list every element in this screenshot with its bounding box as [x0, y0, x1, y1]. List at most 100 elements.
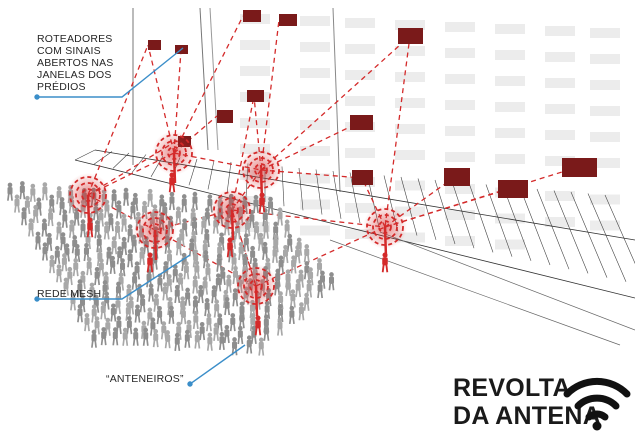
street-grid-line — [400, 176, 418, 236]
building-window — [345, 44, 375, 54]
person — [166, 249, 173, 268]
building-window — [300, 146, 330, 156]
person — [63, 277, 69, 296]
building-window — [300, 173, 330, 184]
router-window — [444, 168, 470, 186]
person — [206, 313, 212, 332]
callout-routers-line: PRÉDIOS — [37, 81, 86, 93]
building-window — [590, 54, 620, 64]
street-edge — [329, 239, 621, 346]
person — [54, 245, 61, 264]
person — [184, 329, 191, 348]
person — [56, 221, 62, 240]
person — [192, 191, 198, 210]
person — [215, 273, 222, 292]
building-window — [495, 213, 525, 224]
person — [111, 236, 118, 255]
person — [243, 233, 250, 252]
person — [174, 332, 181, 351]
antenna-node — [133, 208, 177, 261]
person — [184, 287, 191, 306]
building-window — [590, 80, 620, 90]
person — [183, 261, 190, 280]
building-window — [495, 76, 525, 86]
building-window — [395, 150, 425, 160]
building-window — [300, 120, 330, 130]
person — [288, 305, 295, 325]
person — [298, 302, 305, 321]
person — [213, 322, 220, 341]
person — [272, 244, 278, 263]
router-window — [247, 90, 264, 102]
person — [306, 279, 313, 298]
building-window — [445, 210, 475, 220]
person — [121, 213, 128, 232]
router-window — [398, 28, 423, 44]
antenna-node — [363, 205, 407, 258]
person — [262, 241, 268, 260]
building-window — [395, 206, 425, 217]
person — [60, 232, 66, 251]
anteneiro-person — [146, 252, 154, 273]
street-grid-line — [519, 187, 551, 266]
person — [192, 275, 199, 294]
anteneiro-person — [226, 237, 234, 258]
brand-title-line-1: REVOLTA — [453, 374, 571, 402]
building-window — [445, 48, 475, 58]
building-window — [445, 152, 475, 162]
person — [21, 207, 27, 226]
person — [202, 276, 209, 295]
building-window — [545, 191, 575, 201]
antenna-node — [66, 173, 110, 226]
person — [174, 284, 181, 304]
person — [132, 327, 139, 346]
person — [277, 317, 283, 336]
building-window — [445, 74, 475, 84]
antenna-node — [239, 148, 283, 201]
person — [180, 306, 187, 325]
building-window — [495, 239, 525, 250]
person — [14, 194, 20, 213]
street-grid-line — [587, 193, 627, 282]
street-grid-line — [207, 160, 215, 190]
person — [223, 324, 230, 344]
building-window — [300, 225, 330, 236]
building-window — [495, 102, 525, 112]
callout-line-anteneiros — [189, 344, 246, 385]
building-window — [240, 118, 270, 128]
building-window — [240, 40, 270, 50]
street-grid-line — [349, 172, 361, 224]
person — [127, 249, 134, 268]
person — [84, 313, 90, 332]
person — [246, 335, 253, 354]
person — [46, 232, 53, 252]
person — [162, 282, 169, 301]
person — [29, 183, 36, 202]
antenna-node — [152, 131, 196, 184]
building-window — [445, 236, 475, 246]
callout-routers-line: JANELAS DOS — [37, 69, 112, 81]
building-window — [495, 128, 525, 138]
building-window — [395, 232, 425, 243]
person — [172, 264, 179, 283]
callout-anteneiros-label: “ANTENEIROS” — [106, 373, 184, 385]
router-window — [352, 170, 373, 185]
person — [303, 292, 310, 311]
person — [250, 325, 257, 344]
person — [41, 218, 48, 237]
street-grid-line — [502, 185, 532, 261]
person — [111, 189, 118, 208]
person — [238, 310, 245, 329]
person — [115, 315, 122, 335]
brand-logo: REVOLTA DA ANTENA — [453, 366, 633, 432]
person — [77, 304, 83, 323]
building-window — [345, 148, 375, 158]
street-edge — [379, 231, 635, 331]
person — [32, 204, 39, 224]
person — [237, 325, 244, 345]
building-window — [590, 132, 620, 142]
street-grid-line — [131, 154, 147, 173]
person — [148, 283, 155, 302]
building-window — [300, 68, 330, 78]
person — [303, 244, 310, 263]
